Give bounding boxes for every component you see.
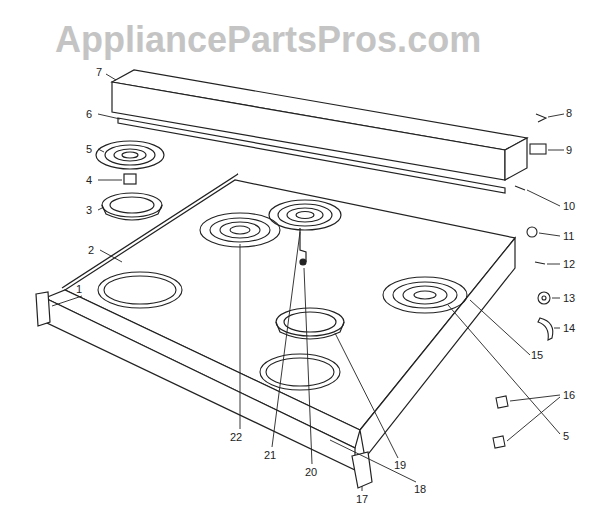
callout-number: 4 [86,174,92,186]
callout-number: 18 [414,483,426,495]
callout-number: 9 [566,144,572,156]
watermark: AppliancePartsPros.com [55,20,481,60]
callout-number: 8 [566,107,572,119]
callout-number: 20 [305,466,317,478]
callout-number: 14 [563,322,575,334]
callout-number: 7 [96,66,102,78]
callout-number: 17 [356,493,368,505]
callout-number: 22 [230,431,242,443]
callout-number: 13 [563,292,575,304]
callout-number: 2 [88,244,94,256]
callout-number: 5 [86,143,92,155]
callout-number: 5 [563,430,569,442]
callout-number: 10 [563,200,575,212]
callout-number: 19 [394,459,406,471]
callout-number: 16 [563,389,575,401]
callout-number: 6 [86,108,92,120]
callout-number: 12 [563,258,575,270]
callout-number: 15 [531,349,543,361]
callout-number: 21 [264,449,276,461]
callout-number: 3 [86,204,92,216]
callout-number: 1 [76,283,82,295]
callout-number: 11 [563,230,574,242]
